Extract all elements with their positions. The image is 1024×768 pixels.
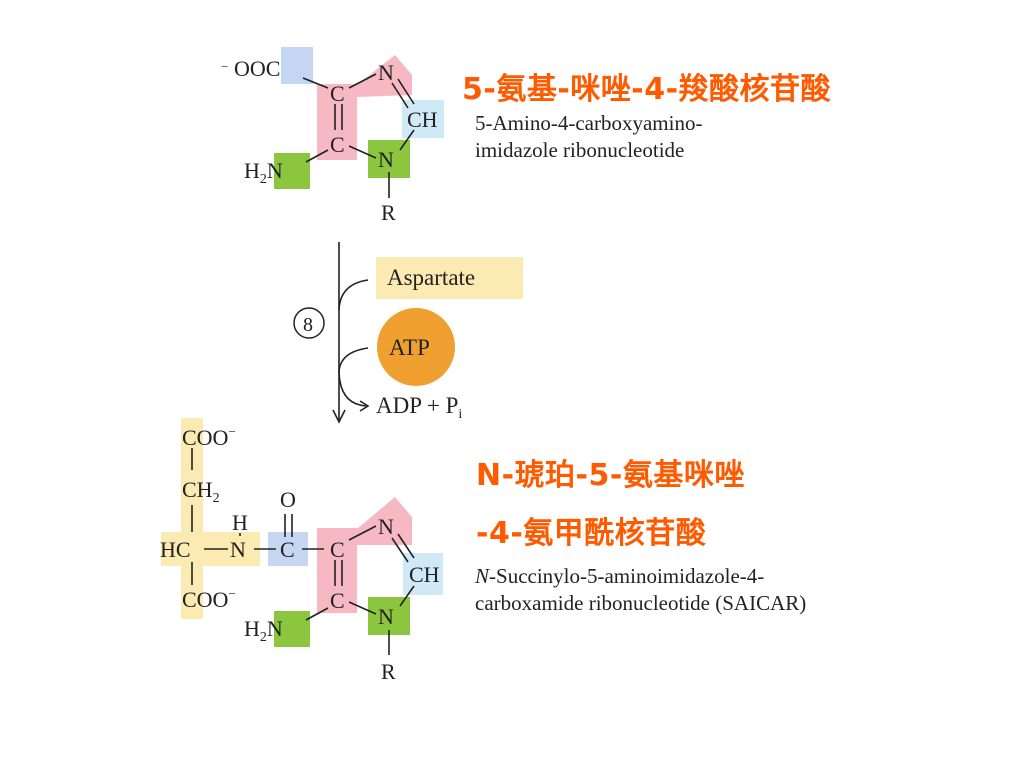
bottom-compound-cn-line1: N-琥珀-5-氨基咪唑 xyxy=(476,458,745,493)
top-r-group: R xyxy=(381,200,396,225)
bottom-ring-n-green-highlight xyxy=(368,597,410,635)
reaction-step: 8 Aspartate ATP ADP + Pi xyxy=(293,242,523,424)
bottom-amine-n: N xyxy=(267,616,283,641)
top-bond-n-ch-b xyxy=(391,82,409,109)
top-bond-c-nh2 xyxy=(305,149,329,163)
top-amine-n: N xyxy=(267,158,283,183)
bottom-compound-en-name: N-Succinylo-5-aminoimidazole-4- carboxam… xyxy=(475,563,806,617)
bottom-bond-n-c-lower xyxy=(348,601,377,615)
top-ch: CH xyxy=(407,107,438,132)
aspartate-highlight xyxy=(376,257,523,299)
bottom-r-group: R xyxy=(381,659,396,684)
aspartate-input-curve xyxy=(338,279,369,311)
bottom-amine-sub: 2 xyxy=(260,630,267,645)
top-amine-green-highlight xyxy=(274,153,310,189)
top-carboxylate-charge: − xyxy=(221,59,228,74)
bottom-ch2-sub: 2 xyxy=(213,491,220,506)
step-number-circle xyxy=(293,307,325,339)
step-number: 8 xyxy=(303,314,313,336)
top-pink-highlight xyxy=(317,55,412,160)
atp-circle xyxy=(377,308,455,386)
svg-text:COO−: COO− xyxy=(182,586,236,612)
top-compound-cn-name: 5-氨基-咪唑-4-羧酸核苷酸 xyxy=(462,72,832,107)
bottom-bond-n-ch-a xyxy=(397,533,415,559)
top-compound-en-line2: imidazole ribonucleotide xyxy=(475,138,685,162)
bottom-carbonyl-o: O xyxy=(280,487,296,512)
top-compound-en-line1: 5-Amino-4-carboxyamino- xyxy=(475,111,703,135)
top-n-ring: N xyxy=(378,147,394,172)
adp-output-arrowhead xyxy=(359,400,370,412)
svg-text:CH2: CH2 xyxy=(182,477,220,506)
bottom-hc: HC xyxy=(160,537,191,562)
top-carboxylate: OOC xyxy=(234,56,280,81)
atp-label: ATP xyxy=(389,335,430,360)
pi-subscript: i xyxy=(458,407,462,422)
bottom-ch-cyan-highlight xyxy=(403,553,443,595)
atp-input-curve xyxy=(338,347,369,373)
top-bond-n-c xyxy=(348,145,377,159)
bottom-compound-en-line1: -Succinylo-5-aminoimidazole-4- xyxy=(489,564,765,588)
bottom-ch2: CH xyxy=(182,477,213,502)
svg-text:−: − xyxy=(221,59,228,74)
svg-text:COO−: COO− xyxy=(182,424,236,450)
svg-text:H2N: H2N xyxy=(244,616,283,645)
top-bond-ch-n xyxy=(399,129,415,151)
bottom-n-upper: N xyxy=(378,514,394,539)
top-amine-sub: 2 xyxy=(260,172,267,187)
bottom-bond-c-n xyxy=(348,525,377,541)
bottom-n-ring: N xyxy=(378,604,394,629)
bottom-coo-top: COO xyxy=(182,425,228,450)
top-carboxyl-blue-highlight xyxy=(281,47,313,84)
bottom-pink-highlight xyxy=(317,497,412,613)
bottom-amide-n: N xyxy=(230,537,246,562)
bottom-bond-c-nh2 xyxy=(305,607,329,621)
top-bond-n-ch-a xyxy=(397,78,415,105)
bottom-compound-structure: COO− CH2 HC H N O C C N CH C COO− N H2N … xyxy=(160,418,443,684)
adp-output-curve xyxy=(338,371,367,407)
bottom-c-lower: C xyxy=(330,588,345,613)
svg-text:ADP + Pi: ADP + Pi xyxy=(376,393,462,422)
bottom-coo-lower-charge: − xyxy=(228,586,235,601)
top-ch-cyan-highlight xyxy=(402,100,444,138)
bottom-coo-lower: COO xyxy=(182,587,228,612)
bottom-bond-n-ch-b xyxy=(391,537,409,563)
top-n-upper: N xyxy=(378,60,394,85)
bottom-c-upper: C xyxy=(330,537,345,562)
top-c-upper: C xyxy=(330,81,345,106)
bottom-compound-cn-line2: -4-氨甲酰核苷酸 xyxy=(476,516,707,551)
bottom-bond-ch-n xyxy=(399,585,415,607)
reaction-arrow-head xyxy=(332,409,346,424)
bottom-coo-top-charge: − xyxy=(228,424,235,439)
top-compound-en-name: 5-Amino-4-carboxyamino- imidazole ribonu… xyxy=(475,110,702,164)
bottom-amine-green-highlight xyxy=(274,611,310,647)
bottom-carbonyl-c: C xyxy=(280,537,295,562)
bottom-amine-h: H xyxy=(244,616,260,641)
svg-text:H2N: H2N xyxy=(244,158,283,187)
adp-pi-label: ADP + P xyxy=(376,393,458,418)
bottom-amide-h: H xyxy=(232,510,248,535)
top-bond-c-n xyxy=(348,73,377,89)
top-compound-structure: − OOC C N CH C N H2N R xyxy=(221,47,444,225)
bottom-compound-en-italic-n: N xyxy=(475,564,490,588)
bottom-ch: CH xyxy=(409,562,440,587)
top-amine-h: H xyxy=(244,158,260,183)
top-bond-carboxyl-c xyxy=(302,77,329,89)
bottom-compound-en-line2: carboxamide ribonucleotide (SAICAR) xyxy=(475,591,807,615)
top-c-lower: C xyxy=(330,132,345,157)
aspartate-label: Aspartate xyxy=(387,265,475,290)
